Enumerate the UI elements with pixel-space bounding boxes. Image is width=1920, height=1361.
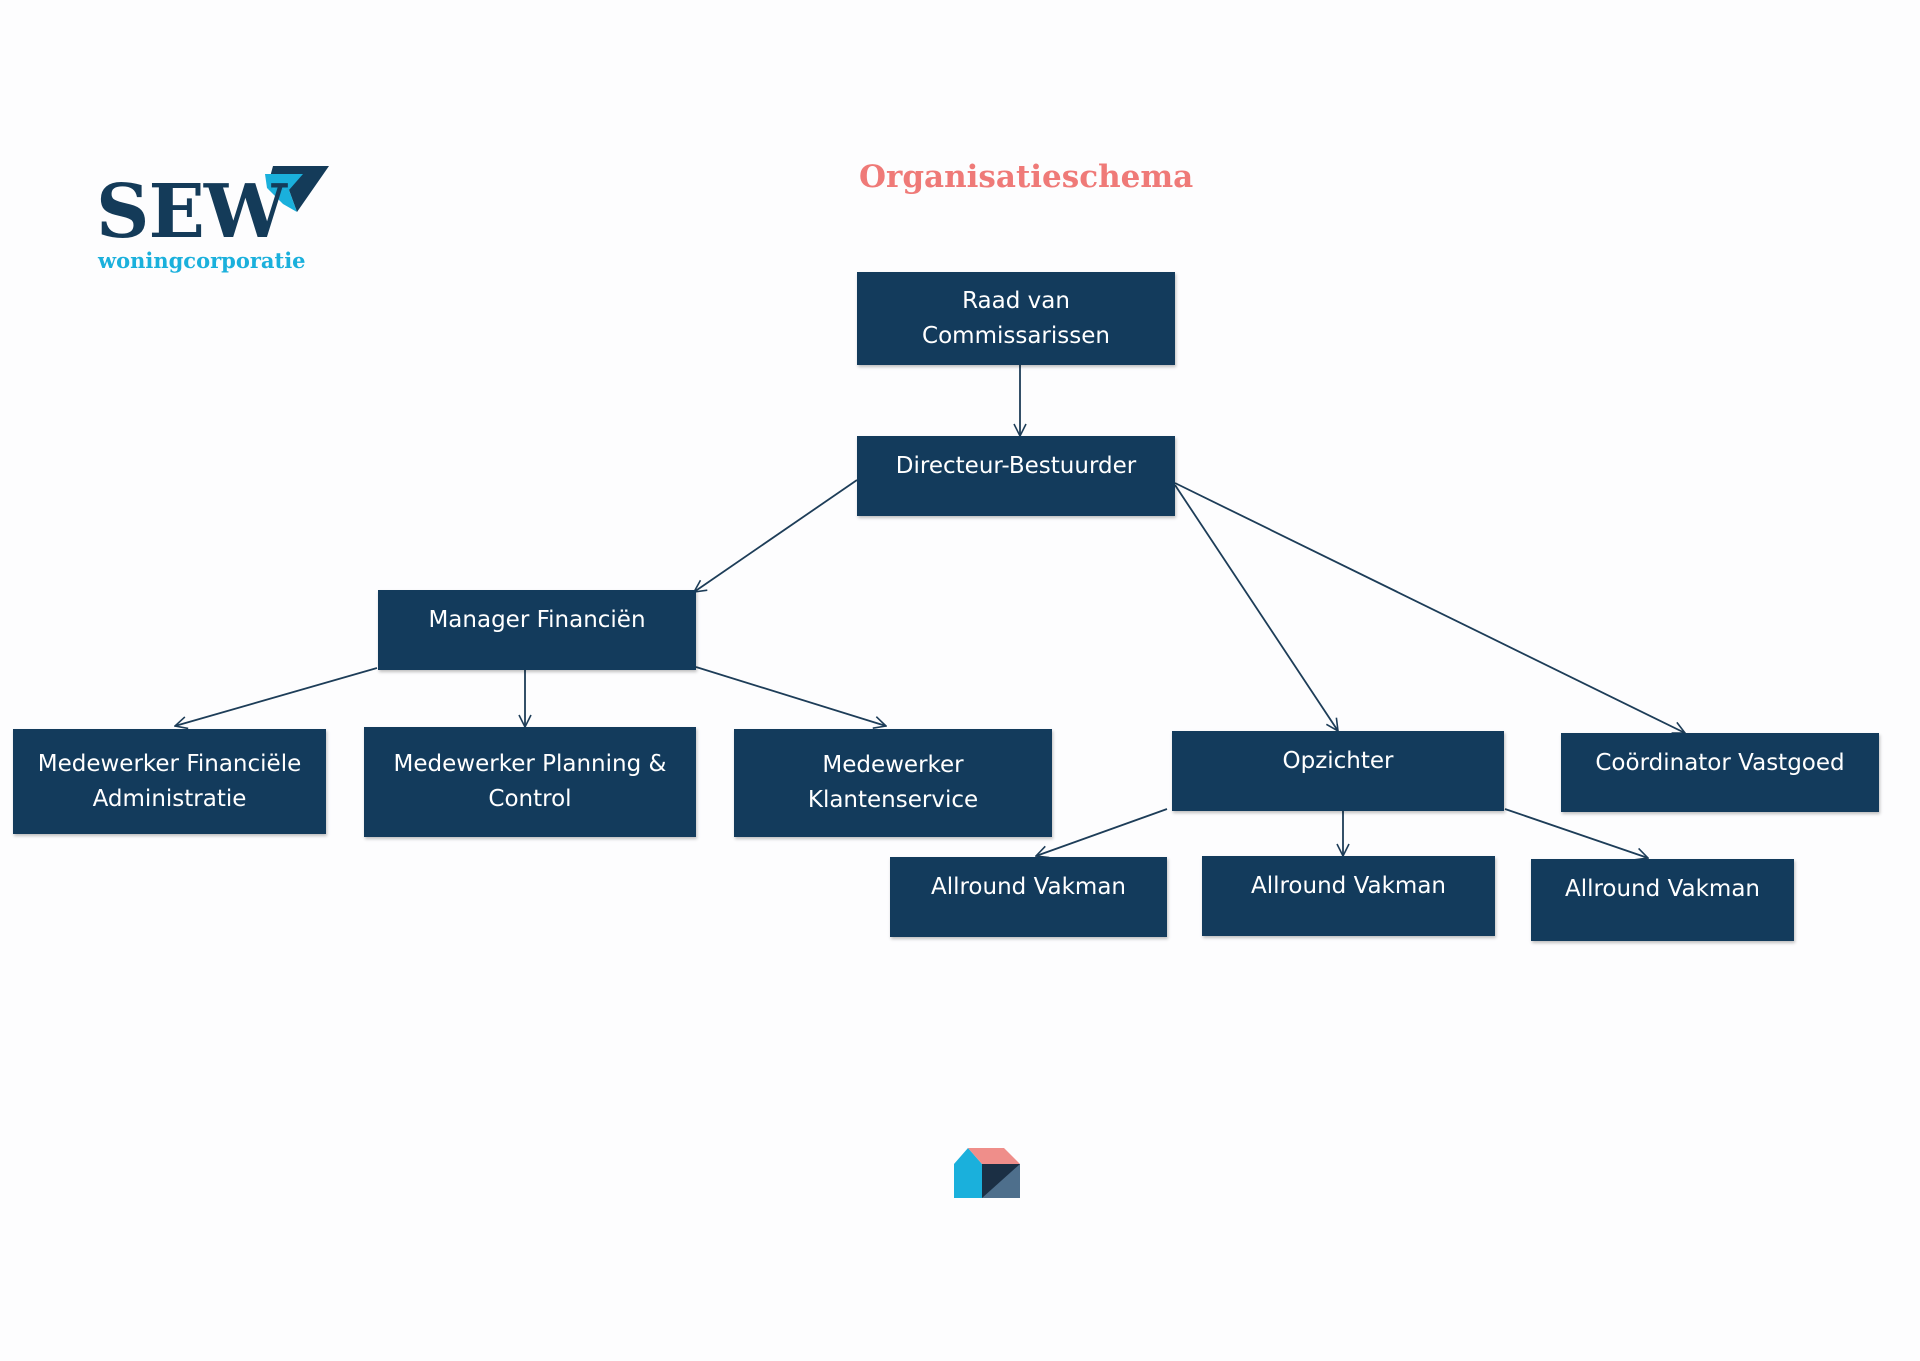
node-directeur-bestuurder: Directeur-Bestuurder: [857, 436, 1175, 516]
node-medewerker-klantenservice: Medewerker Klantenservice: [734, 729, 1052, 837]
edge-supervisor-craftsman1: [1036, 808, 1168, 856]
sew-logo: SEW woningcorporatie: [96, 160, 336, 280]
node-allround-vakman-2: Allround Vakman: [1202, 856, 1495, 936]
edge-director-manager: [694, 479, 858, 592]
page-title: Organisatieschema: [859, 159, 1194, 195]
node-allround-vakman-1: Allround Vakman: [890, 857, 1167, 937]
node-raad-van-commissarissen: Raad van Commissarissen: [857, 272, 1175, 365]
node-manager-financien: Manager Financiën: [378, 590, 696, 670]
edge-manager-finadmin: [175, 667, 378, 726]
logo-tagline: woningcorporatie: [98, 248, 306, 273]
logo-wordmark: SEW: [96, 169, 287, 255]
edge-director-supervisor: [1174, 484, 1338, 731]
node-coordinator-vastgoed: Coördinator Vastgoed: [1561, 733, 1879, 812]
edge-supervisor-craftsman3: [1504, 808, 1648, 858]
node-medewerker-financiele-administratie: Medewerker Financiële Administratie: [13, 729, 326, 834]
edge-manager-customerservice: [695, 666, 886, 726]
edge-director-coordinator: [1174, 482, 1685, 733]
node-opzichter: Opzichter: [1172, 731, 1504, 811]
logo-arrow-icon: [265, 166, 329, 212]
node-allround-vakman-3: Allround Vakman: [1531, 859, 1794, 941]
node-medewerker-planning-control: Medewerker Planning & Control: [364, 727, 696, 837]
house-logo-icon: [954, 1148, 1020, 1198]
